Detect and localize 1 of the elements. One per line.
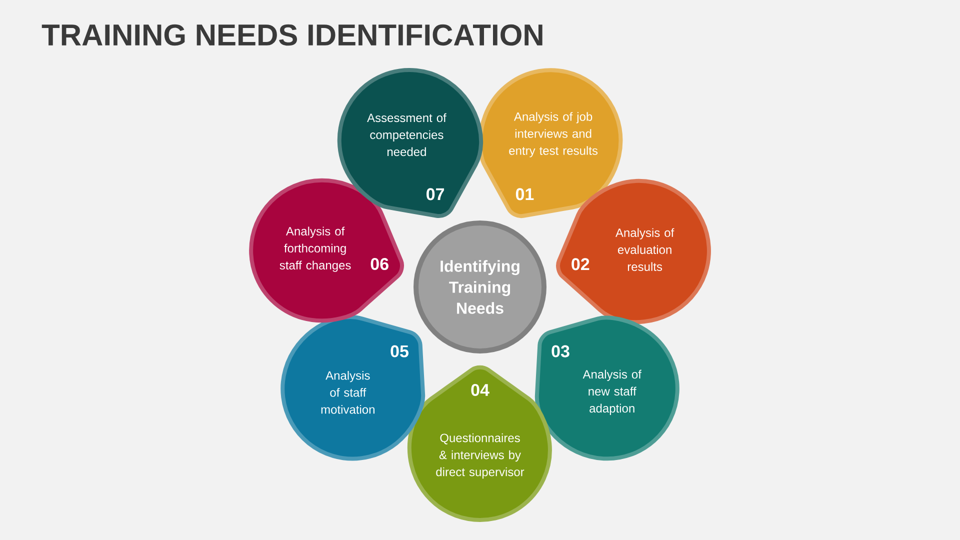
title: TRAINING NEEDS IDENTIFICATION bbox=[42, 24, 542, 46]
